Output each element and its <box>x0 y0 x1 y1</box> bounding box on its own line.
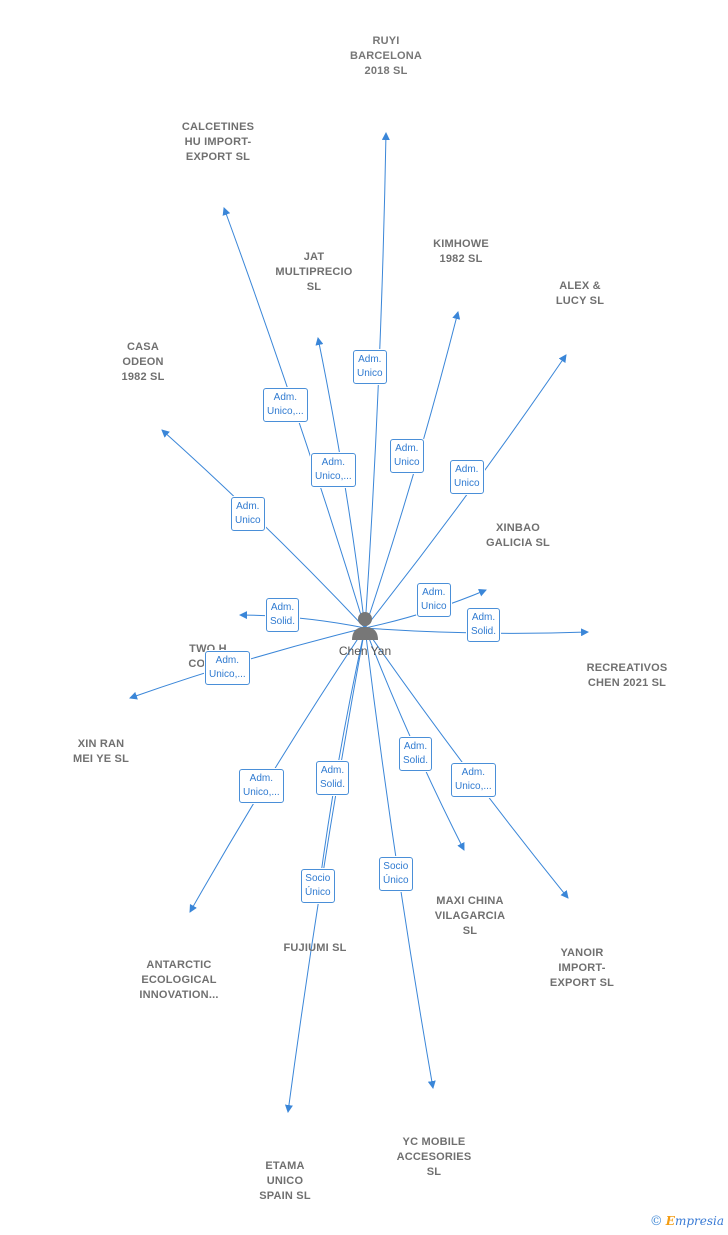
company-node-maxi[interactable]: MAXI CHINA VILAGARCIA SL <box>400 894 540 939</box>
company-node-alex[interactable]: ALEX & LUCY SL <box>510 279 650 309</box>
edge-label-kimhowe[interactable]: Adm. Unico <box>390 439 424 473</box>
edge-label-calcetines[interactable]: Adm. Unico,... <box>263 388 308 422</box>
company-node-xinran[interactable]: XIN RAN MEI YE SL <box>31 737 171 767</box>
company-label[interactable]: MAXI CHINA VILAGARCIA SL <box>434 895 506 937</box>
company-node-jat[interactable]: JAT MULTIPRECIO SL <box>244 250 384 295</box>
company-node-yanoir[interactable]: YANOIR IMPORT- EXPORT SL <box>512 946 652 991</box>
company-label[interactable]: XIN RAN MEI YE SL <box>73 738 129 765</box>
edge-label-xinran[interactable]: Adm. Unico,... <box>205 651 250 685</box>
edge-label-alex[interactable]: Adm. Unico <box>450 460 484 494</box>
edge-label-maxi[interactable]: Adm. Solid. <box>399 737 433 771</box>
company-label[interactable]: ETAMA UNICO SPAIN SL <box>259 1160 311 1202</box>
edge-label-xinbao[interactable]: Adm. Unico <box>417 583 451 617</box>
company-node-calcetines[interactable]: CALCETINES HU IMPORT- EXPORT SL <box>148 120 288 165</box>
edge-label-etama[interactable]: Adm. Solid. <box>316 761 350 795</box>
edge-label-yanoir[interactable]: Adm. Unico,... <box>451 763 496 797</box>
company-label[interactable]: CASA ODEON 1982 SL <box>121 341 165 383</box>
brand-logo: ©Empresia <box>649 1214 724 1229</box>
company-label[interactable]: YC MOBILE ACCESORIES SL <box>396 1136 472 1178</box>
edge-label-antarctic[interactable]: Adm. Unico,... <box>239 769 284 803</box>
company-label[interactable]: XINBAO GALICIA SL <box>486 522 550 549</box>
edge-label-fujiumi[interactable]: Socio Único <box>301 869 335 903</box>
edge-label-jat[interactable]: Adm. Unico,... <box>311 453 356 487</box>
edge-label-twoh[interactable]: Adm. Solid. <box>266 598 300 632</box>
company-node-ruyi[interactable]: RUYI BARCELONA 2018 SL <box>316 34 456 79</box>
company-label[interactable]: RECREATIVOS CHEN 2021 SL <box>586 662 668 689</box>
center-person[interactable]: Chen Yan <box>330 610 400 658</box>
edge-label-recreativos[interactable]: Adm. Solid. <box>467 608 501 642</box>
edge-antarctic <box>189 627 366 913</box>
edge-label-casa[interactable]: Adm. Unico <box>231 497 265 531</box>
company-node-etama[interactable]: ETAMA UNICO SPAIN SL <box>215 1159 355 1204</box>
person-name: Chen Yan <box>338 644 392 658</box>
person-icon <box>352 612 378 640</box>
company-label[interactable]: ALEX & LUCY SL <box>555 280 605 307</box>
company-node-kimhowe[interactable]: KIMHOWE 1982 SL <box>391 237 531 267</box>
company-label[interactable]: RUYI BARCELONA 2018 SL <box>349 35 423 77</box>
company-node-xinbao[interactable]: XINBAO GALICIA SL <box>448 521 588 551</box>
company-node-recreativos[interactable]: RECREATIVOS CHEN 2021 SL <box>557 661 697 691</box>
company-node-casa[interactable]: CASA ODEON 1982 SL <box>73 340 213 385</box>
company-label[interactable]: JAT MULTIPRECIO SL <box>275 251 353 293</box>
company-label[interactable]: CALCETINES HU IMPORT- EXPORT SL <box>181 121 255 163</box>
edge-label-ruyi[interactable]: Adm. Unico <box>353 350 387 384</box>
edge-twoh <box>239 611 366 629</box>
edge-label-ycmobile[interactable]: Socio Único <box>379 857 413 891</box>
company-node-antarctic[interactable]: ANTARCTIC ECOLOGICAL INNOVATION... <box>109 958 249 1003</box>
edge-casa <box>161 429 366 629</box>
company-label[interactable]: KIMHOWE 1982 SL <box>433 238 489 265</box>
company-label[interactable]: ANTARCTIC ECOLOGICAL INNOVATION... <box>139 959 219 1001</box>
company-node-ycmobile[interactable]: YC MOBILE ACCESORIES SL <box>364 1135 504 1180</box>
company-label[interactable]: FUJIUMI SL <box>283 942 347 954</box>
company-node-fujiumi[interactable]: FUJIUMI SL <box>245 941 385 956</box>
company-label[interactable]: YANOIR IMPORT- EXPORT SL <box>549 947 615 989</box>
